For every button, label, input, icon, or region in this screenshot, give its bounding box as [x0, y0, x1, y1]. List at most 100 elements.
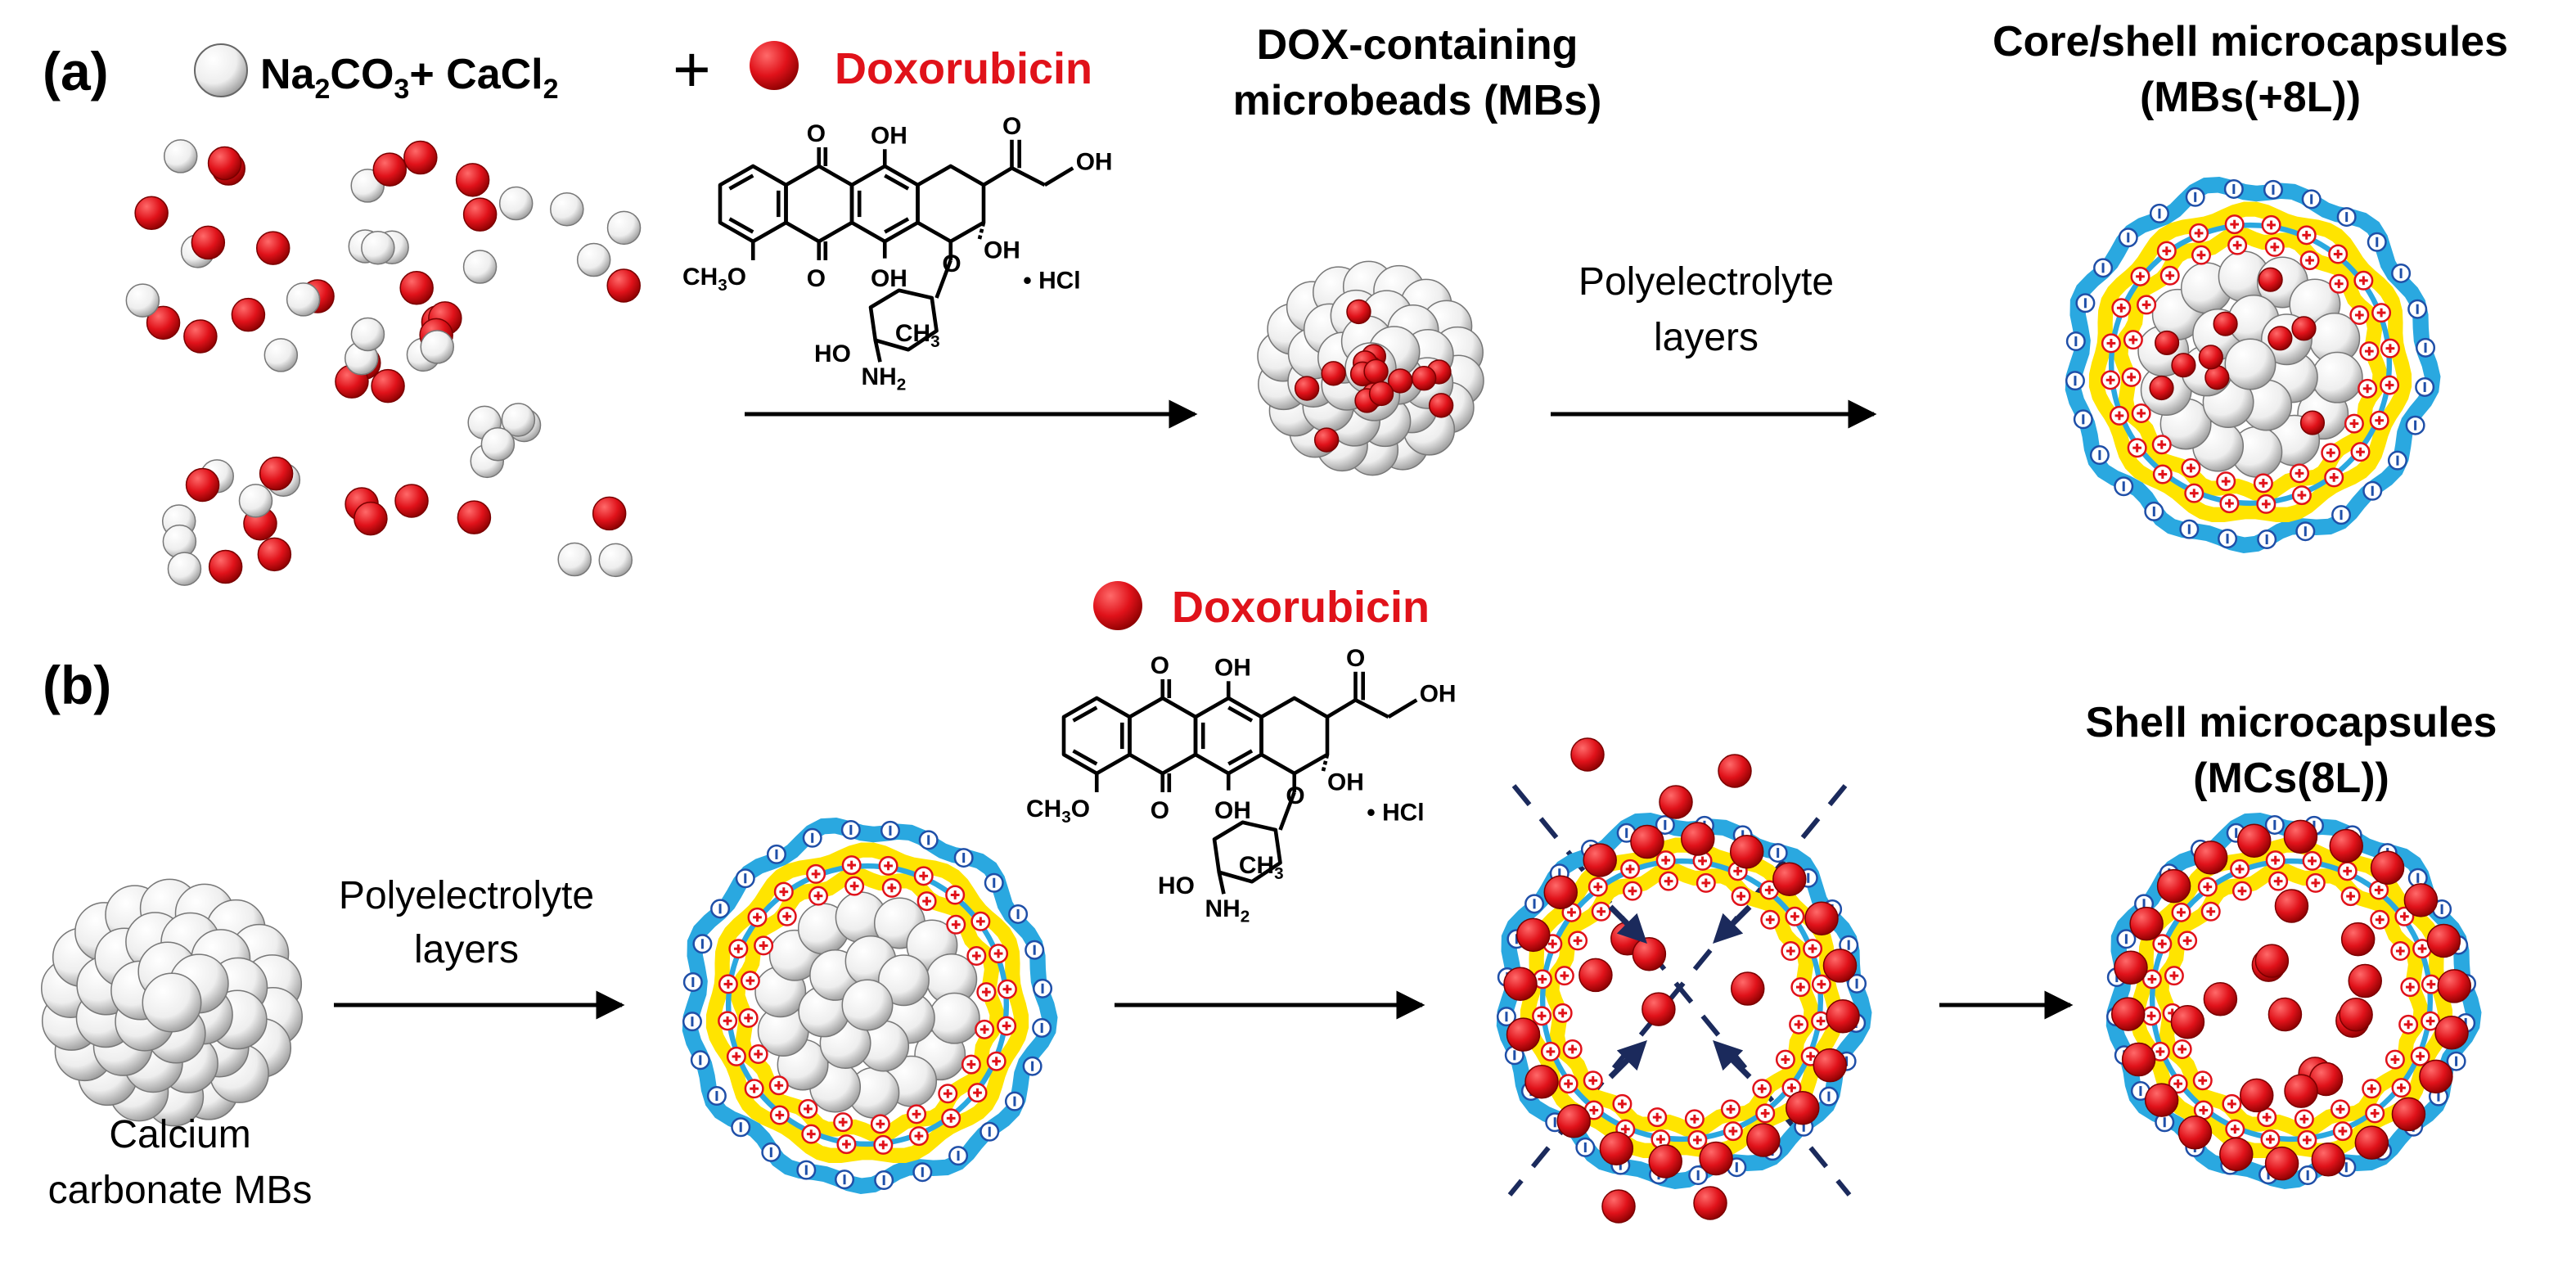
positive-charge-icon: [2421, 974, 2441, 994]
positive-charge-icon: [2101, 370, 2121, 390]
negative-charge-icon: [766, 844, 786, 864]
positive-charge-icon: [841, 855, 862, 876]
positive-charge-icon: [798, 1098, 818, 1119]
positive-charge-icon: [2159, 265, 2180, 286]
negative-charge-icon: [880, 820, 900, 841]
panel-b-doxorubicin-icon: [1093, 581, 1142, 630]
calcium-carbonate-particle: [238, 484, 273, 518]
positive-charge-icon: [2294, 1109, 2314, 1129]
positive-charge-icon: [2171, 902, 2191, 922]
doxorubicin-molecule: [1294, 376, 1320, 401]
free-doxorubicin: [1659, 785, 1693, 819]
doxorubicin-molecule: [1412, 366, 1437, 391]
calcium-carbonate-particle: [163, 139, 198, 174]
negative-charge-icon: [2336, 207, 2357, 228]
positive-charge-icon: [2268, 871, 2289, 891]
positive-charge-icon: [2349, 304, 2370, 325]
positive-charge-icon: [2358, 378, 2378, 399]
positive-charge-icon: [2398, 1014, 2419, 1034]
doxorubicin-molecule: [1428, 393, 1454, 418]
calcium-carbonate-particle: [928, 992, 980, 1044]
negative-charge-icon: [1847, 973, 1867, 994]
positive-charge-icon: [1790, 977, 1811, 998]
doxorubicin-molecule: [372, 152, 408, 187]
reagent-co: CO: [330, 51, 394, 98]
positive-charge-icon: [2216, 471, 2236, 492]
positive-charge-icon: [2340, 886, 2361, 907]
doxorubicin-molecule: [354, 501, 388, 536]
capsule-core: [754, 891, 980, 1119]
panel-a-result-title-line1: Core/shell microcapsules: [1993, 18, 2508, 65]
encapsulated-doxorubicin: [1578, 958, 1613, 993]
b-struct-oh-end: OH: [1420, 681, 1457, 708]
b-struct-hcl: • HCl: [1367, 800, 1424, 827]
positive-charge-icon: [2109, 405, 2129, 426]
encapsulated-doxorubicin: [1642, 992, 1676, 1026]
positive-charge-icon: [1811, 974, 1831, 994]
diffusion-arrow-tl: [1608, 904, 1647, 944]
doxorubicin-molecule: [457, 500, 492, 534]
positive-charge-icon: [2131, 403, 2151, 424]
b-struct-ch3o-ch: CH: [1026, 796, 1061, 823]
panel-a-arrow-label-line2: layers: [1654, 316, 1759, 359]
calcium-carbonate-particle: [2224, 338, 2277, 390]
positive-charge-icon: [2151, 435, 2172, 455]
positive-charge-icon: [2362, 1079, 2382, 1099]
positive-charge-icon: [748, 1044, 768, 1065]
positive-charge-icon: [1696, 872, 1716, 893]
negative-charge-icon: [1575, 1137, 1596, 1157]
shell-bound-doxorubicin: [1524, 1065, 1559, 1099]
calcium-carbonate-particle: [501, 403, 536, 437]
doxorubicin-molecule: [403, 140, 438, 175]
positive-charge-icon: [1721, 1099, 1741, 1120]
positive-charge-icon: [1651, 1129, 1671, 1150]
positive-charge-icon: [769, 1105, 790, 1125]
negative-charge-icon: [2367, 232, 2387, 252]
negative-charge-icon: [2155, 1112, 2175, 1133]
positive-charge-icon: [1587, 877, 1608, 897]
positive-charge-icon: [2123, 330, 2143, 350]
positive-charge-icon: [913, 866, 934, 886]
polyelectrolyte-middle-layer: [2149, 858, 2434, 1143]
positive-charge-icon: [747, 907, 768, 927]
positive-charge-icon: [967, 1083, 988, 1103]
scattered-reagents: [125, 139, 642, 586]
positive-charge-icon: [2353, 270, 2374, 291]
positive-charge-icon: [728, 939, 749, 959]
negative-charge-icon: [953, 848, 974, 868]
negative-charge-icon: [1496, 1007, 1516, 1027]
negative-charge-icon: [682, 972, 703, 993]
positive-charge-icon: [2297, 1129, 2317, 1150]
doxorubicin-molecule: [134, 196, 169, 231]
negative-charge-icon: [2065, 371, 2085, 391]
encapsulated-doxorubicin: [1730, 971, 1765, 1006]
doxorubicin-molecule: [208, 549, 243, 584]
polyelectrolyte-middle-layer: [2108, 222, 2393, 507]
struct-oh-ring: OH: [984, 237, 1020, 264]
positive-charge-icon: [1731, 886, 1751, 907]
shell-bound-doxorubicin: [2403, 883, 2439, 917]
shell-bound-doxorubicin: [1804, 901, 1839, 935]
positive-charge-icon: [2152, 464, 2173, 485]
b-struct-oh-bottom: OH: [1214, 797, 1251, 824]
positive-charge-icon: [966, 945, 987, 966]
b-struct-ch3-ch: CH: [1239, 852, 1274, 879]
struct-ch3o-sub: 3: [718, 276, 727, 295]
calcium-carbonate-particle: [420, 330, 454, 364]
positive-charge-icon: [754, 935, 774, 956]
positive-charge-icon: [738, 1007, 759, 1028]
negative-charge-icon: [1524, 894, 1545, 914]
positive-charge-icon: [946, 914, 966, 935]
positive-charge-icon: [836, 1134, 857, 1155]
positive-charge-icon: [2172, 1039, 2192, 1060]
calcium-carbonate-particle: [125, 283, 160, 318]
negative-charge-icon: [1032, 1017, 1052, 1038]
doxorubicin-molecule: [259, 456, 294, 491]
positive-charge-icon: [878, 855, 898, 876]
negative-charge-icon: [2264, 814, 2285, 835]
negative-charge-icon: [1768, 843, 1788, 863]
positive-charge-icon: [971, 911, 991, 931]
shell-bound-doxorubicin: [2129, 906, 2164, 941]
positive-charge-icon: [961, 1054, 981, 1075]
positive-charge-icon: [1568, 931, 1588, 951]
